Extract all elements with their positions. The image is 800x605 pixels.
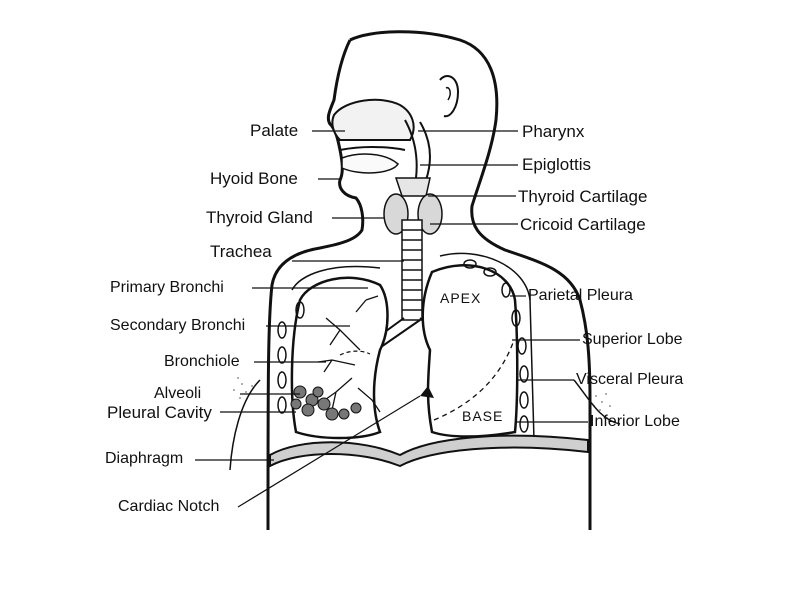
label-thyroid-cartilage: Thyroid Cartilage: [518, 187, 648, 206]
label-pharynx: Pharynx: [522, 122, 585, 141]
label-parietal-pleura: Parietal Pleura: [528, 287, 633, 304]
leader-lines-left: [195, 130, 421, 508]
label-cardiac-notch: Cardiac Notch: [118, 498, 220, 515]
ribs-left: [277, 301, 305, 414]
label-apex: APEX: [440, 290, 482, 306]
label-hyoid-bone: Hyoid Bone: [210, 169, 298, 188]
tongue: [341, 153, 399, 174]
leader-lines-right: [418, 130, 588, 423]
label-bronchiole: Bronchiole: [164, 353, 240, 370]
cardiac-notch-arrowhead: [420, 386, 434, 398]
label-primary-bronchi: Primary Bronchi: [110, 279, 224, 296]
label-inferior-lobe: Inferior Lobe: [590, 413, 680, 430]
label-thyroid-gland: Thyroid Gland: [206, 208, 313, 227]
bronchial-tree: [317, 295, 381, 413]
label-secondary-bronchi: Secondary Bronchi: [110, 317, 246, 334]
label-trachea: Trachea: [210, 242, 272, 261]
alveoli-cluster: [290, 385, 362, 421]
label-alveoli: Alveoli: [154, 385, 202, 402]
label-visceral-pleura: Visceral Pleura: [576, 371, 684, 388]
label-pleural-cavity: Pleural Cavity: [107, 403, 212, 422]
nasal-cavity: [331, 98, 415, 141]
label-palate: Palate: [250, 121, 299, 140]
diaphragm-shape: [269, 434, 589, 468]
trachea-rings: [402, 229, 422, 311]
ear: [439, 75, 460, 118]
ribs-right: [463, 259, 529, 433]
lobe-fissure: [433, 339, 515, 421]
pharynx-tube: [404, 119, 431, 181]
back-outline: [349, 30, 592, 530]
label-superior-lobe: Superior Lobe: [582, 331, 683, 348]
label-diaphragm: Diaphragm: [105, 450, 184, 467]
pleura-outline: [291, 252, 535, 441]
label-cricoid-cartilage: Cricoid Cartilage: [520, 215, 646, 234]
label-epiglottis: Epiglottis: [522, 155, 591, 174]
label-base: BASE: [462, 408, 504, 424]
larynx: [394, 177, 431, 197]
